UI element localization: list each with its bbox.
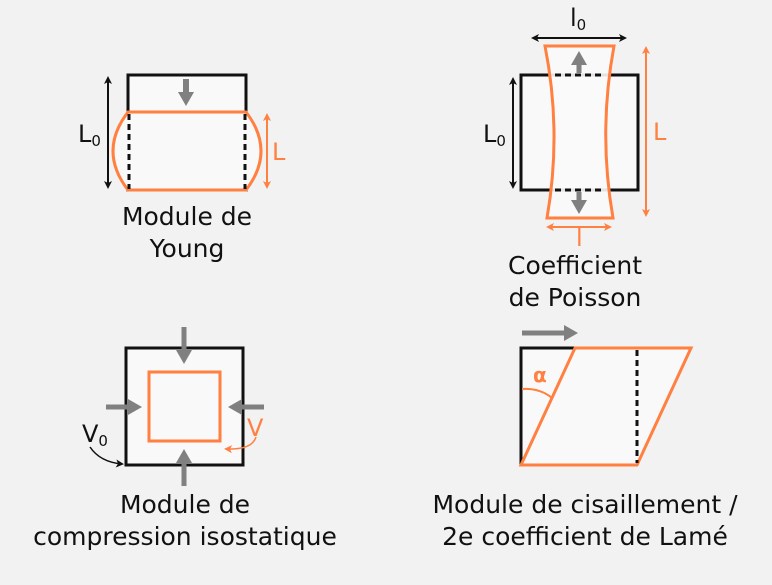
caption-line-2: compression isostatique xyxy=(33,522,337,551)
caption-line-1: Coefficient xyxy=(508,251,642,280)
caption-line-2: Young xyxy=(149,234,225,263)
young-modulus-figure: L0 L Module de Young xyxy=(78,73,286,263)
shear-modulus-figure: α Module de cisaillement / 2e coefficien… xyxy=(432,325,738,551)
caption-line-2: 2e coefficient de Lamé xyxy=(442,522,728,551)
alpha-label: α xyxy=(533,363,547,387)
caption-line-1: Module de cisaillement / xyxy=(432,490,738,519)
angle-arc-icon xyxy=(521,387,553,399)
l0-label: L0 xyxy=(483,120,506,150)
v-pointer-icon xyxy=(224,436,257,454)
l0-label: L0 xyxy=(78,120,101,150)
v-label: V xyxy=(247,414,264,442)
caption-line-2: de Poisson xyxy=(509,283,642,312)
w-label: l xyxy=(576,224,583,252)
sheared-block xyxy=(518,346,694,467)
caption-line-1: Module de xyxy=(122,202,252,231)
v0-pointer-icon xyxy=(89,446,124,468)
caption-line-1: Module de xyxy=(120,490,250,519)
l-label: L xyxy=(653,118,667,146)
l-label: L xyxy=(272,138,286,166)
compressed-volume xyxy=(147,370,222,443)
w0-label: l0 xyxy=(570,4,586,34)
poisson-ratio-figure: l0 L0 L l Coefficient de Poisson xyxy=(483,4,667,312)
deformed-block xyxy=(111,110,263,192)
bulk-modulus-figure: V0 V Module de compression isostatique xyxy=(33,327,337,551)
deformed-block xyxy=(543,44,616,220)
v0-label: V0 xyxy=(82,420,108,450)
